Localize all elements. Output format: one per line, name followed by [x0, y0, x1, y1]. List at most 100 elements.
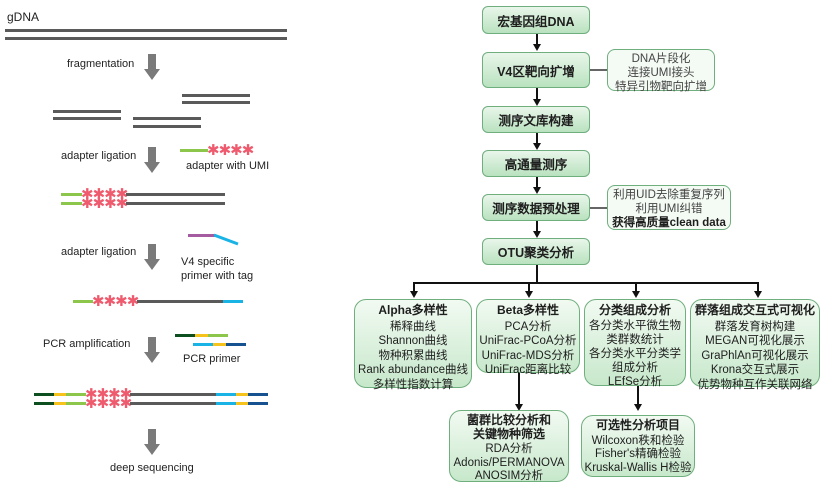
note-connector [590, 69, 608, 71]
gdna-strand-top [5, 29, 287, 32]
primer-dark-blue [226, 343, 246, 346]
analysis-item: UniFrac-PCoA分析 [479, 335, 577, 347]
analysis-title: 群落组成交互式可视化 [694, 303, 815, 317]
dna-segment [137, 300, 223, 303]
down-arrow-icon [144, 429, 160, 455]
analysis-beta-diversity: Beta多样性 PCA分析 UniFrac-PCoA分析 UniFrac-MDS… [476, 299, 580, 376]
note-amplification: DNA片段化 连接UMI接头 特异引物靶向扩增 [607, 49, 715, 93]
note-line: DNA片段化 [631, 53, 691, 65]
connector [536, 221, 538, 233]
connector [637, 386, 639, 406]
adapter-segment [61, 202, 82, 205]
arrow-head-icon [634, 404, 642, 411]
umi-marker: ✱✱✱✱ [207, 142, 254, 159]
analysis-item: 多样性指数计算 [372, 378, 454, 391]
analysis-community-comparison: 菌群比较分析和 关键物种筛选 RDA分析 Adonis/PERMANOVA AN… [449, 410, 569, 482]
analysis-title: 分类组成分析 [598, 303, 671, 317]
umi-marker: ✱✱✱✱ [92, 293, 139, 310]
note-line-emphasis: 获得高质量clean data [612, 217, 726, 229]
dna-segment [130, 402, 216, 405]
analysis-item: ANOSIM分析 [474, 470, 544, 482]
note-connector [590, 207, 608, 209]
analysis-item: UniFrac距离比较 [484, 364, 572, 376]
primer-yellow [236, 402, 248, 405]
connector [536, 133, 538, 145]
connector [536, 88, 538, 101]
arrow-head-icon [515, 404, 523, 411]
note-line: 连接UMI接头 [627, 67, 695, 79]
analysis-item: Rank abundance曲线 [358, 364, 468, 376]
analysis-item: UniFrac-MDS分析 [481, 349, 575, 362]
umi-marker: ✱✱✱✱ [85, 386, 132, 403]
dna-segment [126, 193, 225, 196]
deep-sequencing-label: deep sequencing [110, 462, 194, 474]
primer-yellow [54, 402, 66, 405]
step-high-throughput-sequencing: 高通量测序 [482, 150, 590, 177]
primer-yellow [54, 393, 66, 396]
primer-yellow [236, 393, 248, 396]
step-metagenome-dna: 宏基因组DNA [482, 6, 590, 34]
step-data-preprocessing: 测序数据预处理 [482, 194, 590, 221]
arrow-head-icon [533, 187, 541, 194]
analysis-item: Kruskal-Wallis H检验 [584, 461, 692, 474]
down-arrow-icon [144, 147, 160, 173]
adapter-segment [73, 300, 93, 303]
v4-primer-segment [223, 300, 243, 303]
analysis-item: 组成分析 [612, 362, 658, 374]
analysis-item: 物种积累曲线 [378, 349, 448, 362]
analysis-item: 各分类水平分类学 [589, 348, 681, 360]
analysis-optional-items: 可选性分析项目 Wilcoxon秩和检验 Fisher's精确检验 Kruska… [581, 415, 695, 477]
primer-green [208, 334, 228, 337]
analysis-item: GraPhlAn可视化展示 [701, 349, 809, 362]
primer-dark-green [175, 334, 195, 337]
primer-dark-green [34, 402, 54, 405]
primer-blue [193, 343, 213, 346]
arrow-head-icon [632, 291, 640, 298]
analysis-item: 稀释曲线 [390, 320, 436, 333]
analysis-item: MEGAN可视化展示 [705, 335, 805, 347]
analysis-item: Adonis/PERMANOVA [453, 456, 565, 469]
fragment-strand [133, 117, 201, 120]
primer-dark-green [34, 393, 54, 396]
analysis-title: 可选性分析项目 [595, 418, 680, 432]
fragment-strand [133, 125, 201, 128]
primer-dark-blue [248, 402, 268, 405]
v4-primer-segment [214, 233, 239, 246]
step-library-construction: 测序文库构建 [482, 106, 590, 133]
analysis-item: 优势物种互作关联网络 [697, 378, 813, 391]
branch-connector [413, 282, 758, 284]
note-preprocess: 利用UID去除重复序列 利用UMI纠错 获得高质量clean data [607, 185, 731, 230]
connector [536, 177, 538, 189]
primer-tag-segment [188, 234, 215, 237]
analysis-item: 类群数统计 [606, 334, 664, 346]
arrow-head-icon [533, 99, 541, 106]
connector [413, 282, 415, 292]
arrow-head-icon [754, 291, 762, 298]
connector [518, 373, 520, 406]
dna-segment [130, 393, 216, 396]
analysis-item: Wilcoxon秩和检验 [591, 434, 685, 447]
umi-marker: ✱✱✱✱ [81, 186, 128, 203]
gdna-label: gDNA [7, 10, 40, 24]
fragment-strand [182, 101, 250, 104]
arrow-head-icon [410, 291, 418, 298]
analysis-title: 关键物种筛选 [472, 426, 545, 441]
step-v4-amplification: V4区靶向扩增 [482, 52, 590, 88]
analysis-title: Beta多样性 [496, 303, 559, 317]
down-arrow-icon [144, 244, 160, 270]
v4-primer-label-line1: V4 specific [181, 256, 235, 268]
dna-segment [126, 202, 225, 205]
analysis-item: 各分类水平微生物 [589, 320, 681, 332]
analysis-item: LEfSe分析 [607, 376, 663, 388]
note-line: 特异引物靶向扩增 [615, 81, 707, 93]
analysis-item: 群落发育树构建 [714, 320, 796, 333]
pcr-amplification-label: PCR amplification [43, 338, 131, 350]
primer-yellow [195, 334, 208, 337]
analysis-title: Alpha多样性 [378, 303, 448, 317]
analysis-item: RDA分析 [485, 443, 533, 455]
gdna-strand-bottom [5, 37, 287, 40]
note-line: 利用UMI纠错 [635, 203, 703, 215]
down-arrow-icon [144, 337, 160, 363]
note-line: 利用UID去除重复序列 [613, 189, 725, 201]
